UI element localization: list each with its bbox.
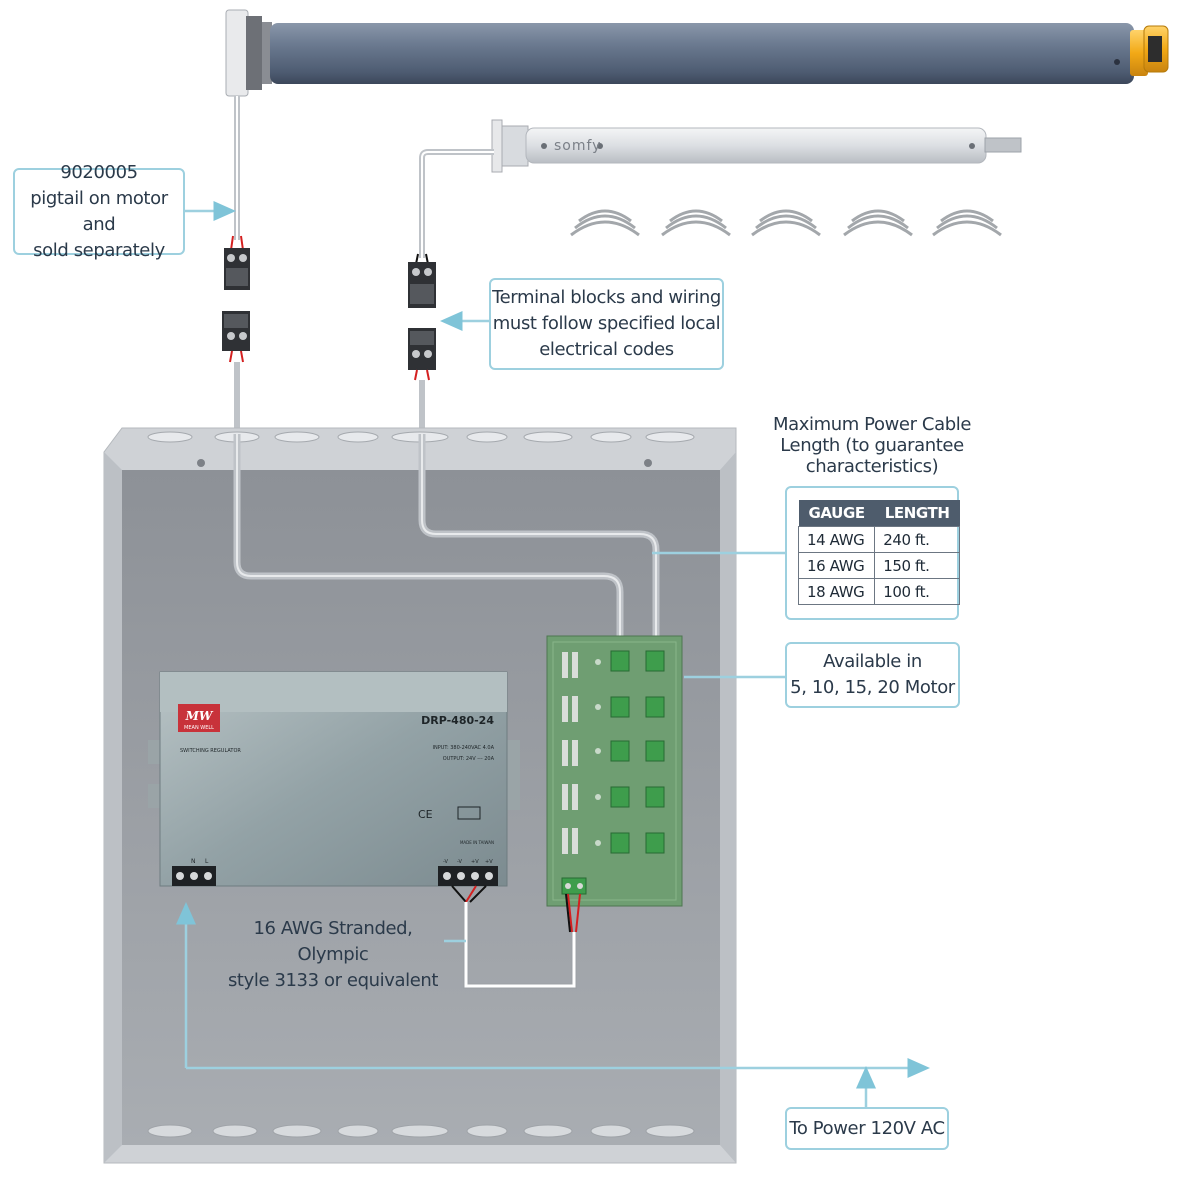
wave-icon	[570, 209, 640, 237]
svg-text:N: N	[191, 858, 196, 865]
wave-icon	[932, 209, 1002, 237]
callout-line: pigtail on motor and	[30, 187, 168, 235]
table-row: 16 AWG 150 ft.	[797, 552, 960, 579]
svg-text:+V: +V	[485, 859, 493, 865]
table-cell-gauge: 18 AWG	[797, 578, 876, 605]
table-header-row: GAUGE LENGTH	[798, 500, 960, 527]
svg-text:INPUT: 380-240VAC 4.0A: INPUT: 380-240VAC 4.0A	[433, 745, 495, 751]
power-supply-unit: MW MEAN WELL DRP-480-24 SWITCHING REGULA…	[148, 671, 520, 887]
distribution-board	[546, 635, 683, 907]
table-cell-length: 150 ft.	[874, 552, 960, 579]
callout-line: Terminal blocks and wiring	[492, 287, 721, 308]
meanwell-logo	[178, 704, 220, 732]
table-row: 18 AWG 100 ft.	[797, 578, 960, 605]
table-cell-length: 240 ft.	[874, 526, 960, 553]
wave-icon	[661, 209, 731, 237]
enclosure-cables	[233, 434, 661, 660]
dc-wiring	[451, 885, 581, 989]
callout-terminal-blocks: Terminal blocks and wiring must follow s…	[489, 278, 724, 370]
column-header-length: LENGTH	[874, 500, 960, 527]
tubular-motor-large	[225, 9, 1169, 97]
motor-cables	[230, 96, 494, 265]
svg-text:+V: +V	[471, 859, 479, 865]
somfy-brand: somfy	[554, 138, 601, 154]
wave-icon	[843, 209, 913, 237]
callout-available-in: Available in 5, 10, 15, 20 Motor	[785, 642, 960, 708]
lead-wires-left	[229, 350, 244, 363]
cable-length-table: GAUGE LENGTH 14 AWG 240 ft. 16 AWG 150 f…	[797, 500, 960, 605]
motor-end-cap	[1130, 25, 1169, 76]
callout-to-power: To Power 120V AC	[785, 1107, 949, 1150]
table-cell-gauge: 16 AWG	[797, 552, 876, 579]
callout-line: must follow specified local	[492, 313, 721, 334]
callout-line: sold separately	[33, 239, 165, 261]
table-cell-length: 100 ft.	[874, 578, 960, 605]
callout-leaders	[176, 201, 930, 1107]
connector-left-top	[224, 248, 250, 290]
table-row: 14 AWG 240 ft.	[797, 526, 960, 553]
cable-length-table-frame: GAUGE LENGTH 14 AWG 240 ft. 16 AWG 150 f…	[785, 486, 960, 620]
callout-line: To Power 120V AC	[789, 1117, 945, 1139]
radio-wave-icons	[570, 209, 1002, 237]
svg-text:MEAN WELL: MEAN WELL	[184, 725, 214, 731]
connector-left-bottom	[222, 311, 250, 351]
svg-text:CE: CE	[418, 808, 433, 821]
callout-pigtail: 9020005 pigtail on motor and sold separa…	[13, 162, 185, 261]
svg-text:SWITCHING REGULATOR: SWITCHING REGULATOR	[180, 748, 241, 754]
table-cell-gauge: 14 AWG	[797, 526, 876, 553]
column-header-gauge: GAUGE	[798, 500, 875, 527]
svg-text:-V: -V	[457, 859, 463, 865]
svg-text:L: L	[205, 858, 209, 865]
connector-right-bottom	[408, 328, 436, 370]
callout-line: 9020005	[60, 161, 138, 183]
dc-terminal-block	[438, 866, 498, 886]
svg-text:OUTPUT: 24V --- 20A: OUTPUT: 24V --- 20A	[443, 756, 495, 762]
callout-line: 5, 10, 15, 20 Motor	[790, 677, 955, 698]
svg-text:-V: -V	[443, 859, 449, 865]
callout-line: Available in	[823, 651, 922, 672]
svg-text:MW: MW	[185, 709, 214, 723]
tubular-motor-somfy: somfy	[491, 119, 1022, 173]
cable-length-title: Maximum Power Cable Length (to guarantee…	[772, 414, 972, 477]
psu-model: DRP-480-24	[421, 714, 494, 727]
wire-spec-note: 16 AWG Stranded, Olympic style 3133 or e…	[227, 918, 439, 991]
callout-line: electrical codes	[539, 339, 674, 360]
wave-icon	[751, 209, 821, 237]
connector-right-top	[408, 262, 436, 308]
svg-text:MADE IN TAIWAN: MADE IN TAIWAN	[460, 840, 494, 845]
